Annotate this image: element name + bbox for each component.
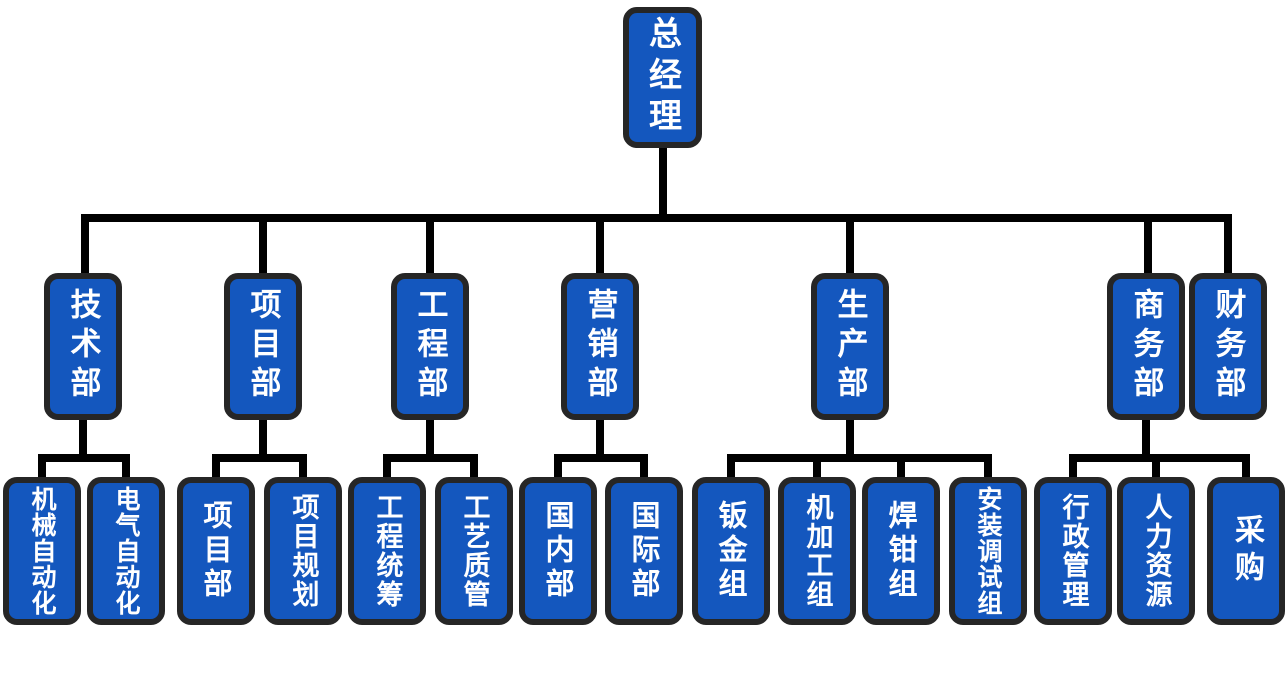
- node-production-dept: 生产部: [811, 273, 889, 420]
- node-international-dept: 国际部: [605, 477, 683, 625]
- connector-childdrop-machining: [813, 454, 821, 482]
- connector-drop-marketing: [596, 214, 604, 278]
- node-machining-group: 机加工组: [778, 477, 856, 625]
- node-technology-dept: 技术部: [44, 273, 122, 420]
- node-project-dept-sub: 项目部: [177, 477, 255, 625]
- node-engineering-coordination: 工程统筹: [348, 477, 426, 625]
- connector-bar-technology: [38, 454, 130, 462]
- node-electrical-automation: 电气自动化: [87, 477, 165, 625]
- node-finance-dept: 财务部: [1189, 273, 1267, 420]
- connector-childdrop-international: [640, 454, 648, 482]
- connector-bar-engineering: [383, 454, 478, 462]
- connector-bar-marketing: [554, 454, 648, 462]
- node-marketing-dept: 营销部: [561, 273, 639, 420]
- node-engineering-dept: 工程部: [391, 273, 469, 420]
- node-welding-group: 焊钳组: [862, 477, 940, 625]
- connector-drop-finance: [1224, 214, 1232, 278]
- connector-drop-engineering: [426, 214, 434, 278]
- connector-stem-technology: [79, 415, 87, 462]
- connector-childdrop-hr: [1152, 454, 1160, 482]
- connector-trunk: [81, 214, 1232, 222]
- connector-drop-technology: [81, 214, 89, 278]
- node-human-resources: 人力资源: [1117, 477, 1195, 625]
- connector-drop-commerce: [1144, 214, 1152, 278]
- connector-stem-engineering: [426, 415, 434, 462]
- connector-bar-production: [727, 454, 992, 462]
- node-general-manager: 总经理: [623, 7, 702, 148]
- connector-childdrop-sheet-metal: [727, 454, 735, 482]
- connector-stem-commerce: [1142, 415, 1150, 462]
- connector-childdrop-welding: [897, 454, 905, 482]
- connector-childdrop-engineering-coordination: [383, 454, 391, 482]
- node-process-quality-management: 工艺质管: [435, 477, 513, 625]
- connector-childdrop-process-quality: [470, 454, 478, 482]
- connector-stem-project: [259, 415, 267, 462]
- node-mechanical-automation: 机械自动化: [3, 477, 81, 625]
- node-admin-management: 行政管理: [1034, 477, 1112, 625]
- connector-childdrop-procurement: [1242, 454, 1250, 482]
- connector-bar-project: [212, 454, 307, 462]
- node-installation-debug-group: 安装调试组: [949, 477, 1027, 625]
- node-domestic-dept: 国内部: [519, 477, 597, 625]
- connector-root-stem: [659, 140, 667, 222]
- connector-childdrop-mechanical-automation: [38, 454, 46, 482]
- node-commerce-dept: 商务部: [1107, 273, 1185, 420]
- connector-childdrop-electrical-automation: [122, 454, 130, 482]
- connector-drop-project: [259, 214, 267, 278]
- connector-childdrop-project-planning: [299, 454, 307, 482]
- node-procurement: 采购: [1207, 477, 1285, 625]
- connector-stem-production: [846, 415, 854, 462]
- node-project-planning: 项目规划: [264, 477, 342, 625]
- node-project-dept: 项目部: [224, 273, 302, 420]
- connector-stem-marketing: [596, 415, 604, 462]
- node-sheet-metal-group: 钣金组: [692, 477, 770, 625]
- connector-childdrop-installation: [984, 454, 992, 482]
- connector-childdrop-project-dept-sub: [212, 454, 220, 482]
- connector-drop-production: [846, 214, 854, 278]
- connector-childdrop-domestic: [554, 454, 562, 482]
- connector-childdrop-admin: [1069, 454, 1077, 482]
